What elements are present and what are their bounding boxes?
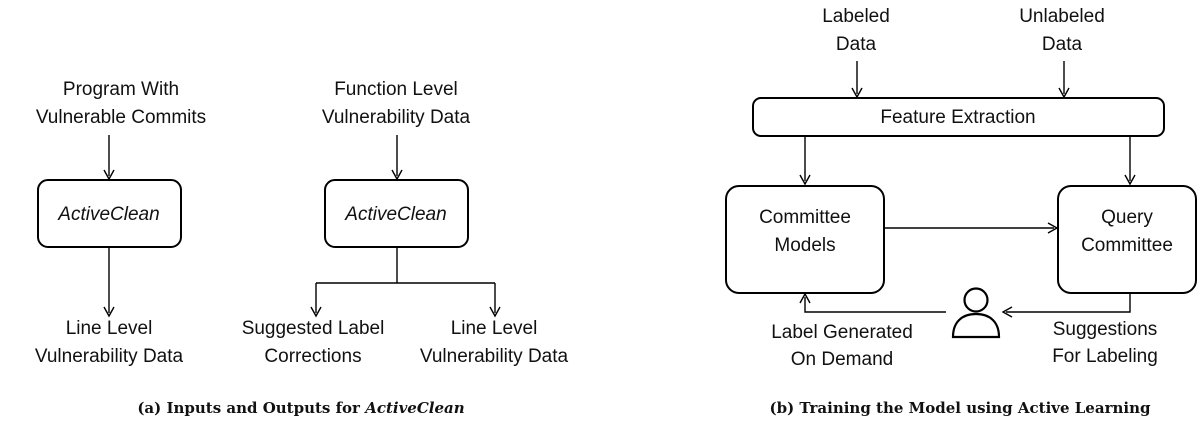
b-committee-models-line2: Models bbox=[774, 235, 835, 256]
b-unlabeled-line2: Data bbox=[1042, 34, 1083, 55]
b-arrow-person-to-committee bbox=[804, 297, 946, 313]
b-committee-models-line1: Committee bbox=[759, 207, 851, 228]
b-suggestions-line1: Suggestions bbox=[1053, 319, 1158, 340]
b-label-generated-line1: Label Generated bbox=[771, 322, 913, 343]
a-right-split-connector bbox=[315, 247, 496, 313]
a-right-output2-line1: Line Level bbox=[451, 318, 538, 339]
a-left-input-line1: Program With bbox=[63, 79, 179, 100]
a-left-output-line2: Vulnerability Data bbox=[35, 346, 184, 367]
b-label-generated-line2: On Demand bbox=[791, 349, 893, 370]
a-right-output1-line1: Suggested Label bbox=[242, 318, 385, 339]
a-right-input-line1: Function Level bbox=[334, 79, 458, 100]
b-labeled-line2: Data bbox=[836, 34, 877, 55]
a-left-activeclean-label: ActiveClean bbox=[57, 204, 159, 225]
a-left-input-line2: Vulnerable Commits bbox=[36, 107, 206, 128]
b-query-committee-box bbox=[1057, 185, 1197, 294]
a-left-output-line1: Line Level bbox=[66, 318, 153, 339]
b-query-committee-line1: Query bbox=[1101, 207, 1153, 228]
a-right-input-line2: Vulnerability Data bbox=[322, 107, 471, 128]
person-icon bbox=[951, 287, 1001, 339]
a-right-output1-line2: Corrections bbox=[264, 346, 361, 367]
a-right-output2-line2: Vulnerability Data bbox=[420, 346, 569, 367]
b-feature-extraction-label: Feature Extraction bbox=[880, 107, 1035, 128]
b-suggestions-line2: For Labeling bbox=[1052, 346, 1158, 367]
b-query-committee-line2: Committee bbox=[1081, 235, 1173, 256]
b-unlabeled-line1: Unlabeled bbox=[1019, 6, 1105, 27]
caption-b: (b) Training the Model using Active Lear… bbox=[770, 399, 1151, 417]
caption-a: (a) Inputs and Outputs for ActiveClean bbox=[137, 399, 464, 417]
panel-a: Program With Vulnerable Commits ActiveCl… bbox=[35, 79, 569, 417]
panel-b: Labeled Data Unlabeled Data Feature Extr… bbox=[725, 6, 1197, 417]
b-feature-extraction-box bbox=[752, 97, 1165, 137]
a-right-activeclean-label: ActiveClean bbox=[344, 204, 446, 225]
b-arrow-query-to-person bbox=[1006, 293, 1131, 313]
b-labeled-line1: Labeled bbox=[822, 6, 890, 27]
